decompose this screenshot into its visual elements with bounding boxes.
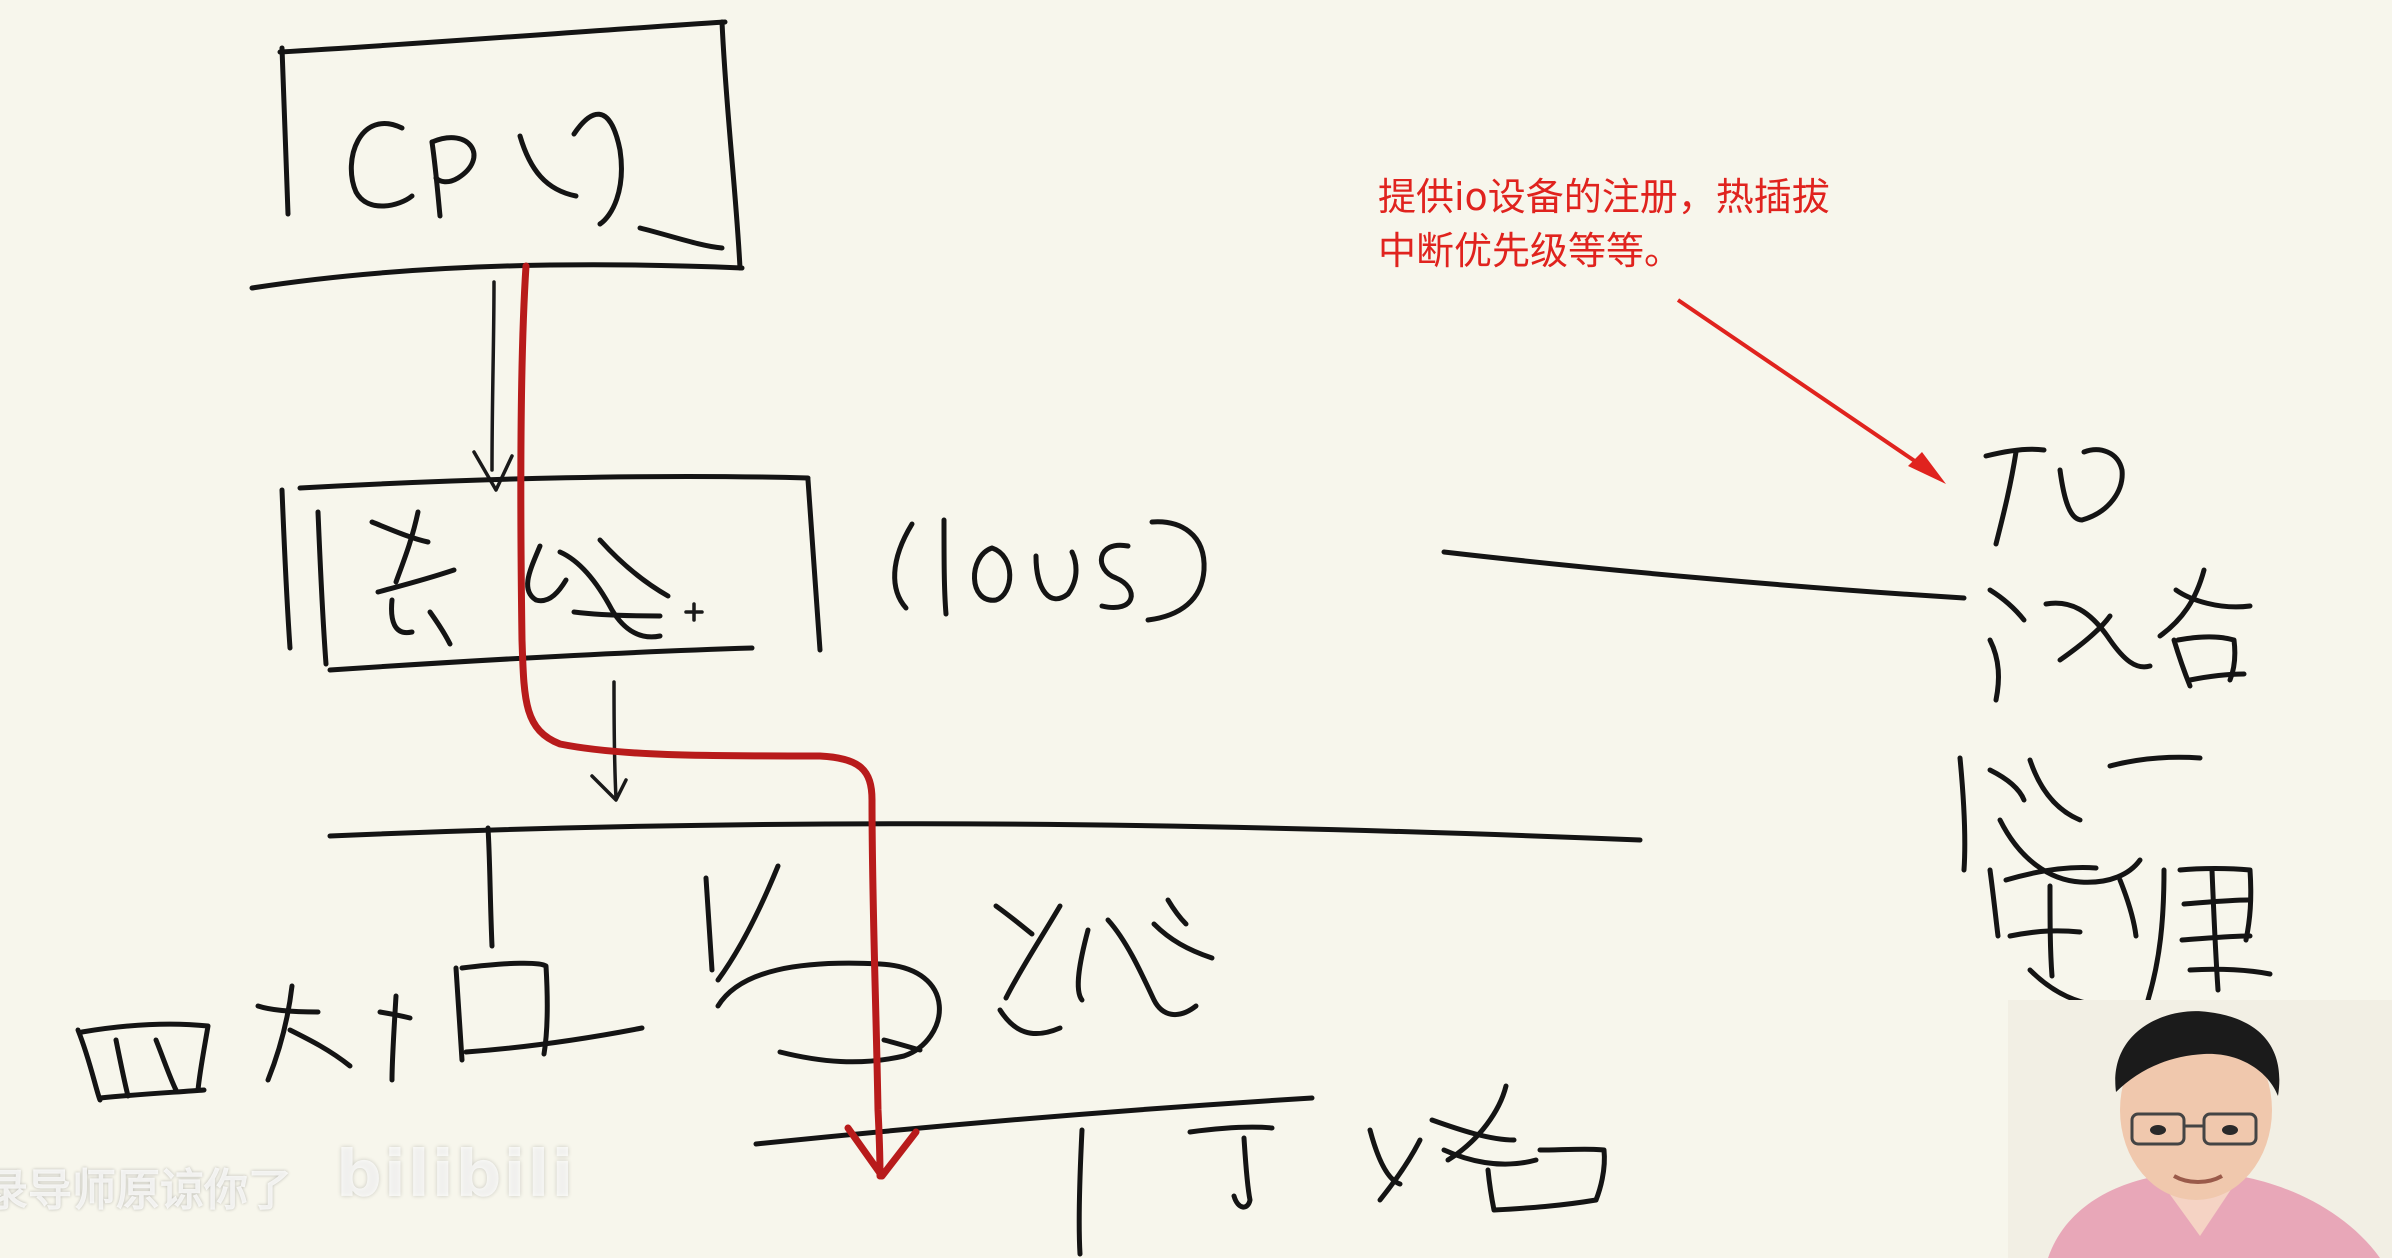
annotation-line-2: 中断优先级等等。 (1378, 229, 1683, 273)
data-flow-red-path (517, 262, 920, 1180)
annotation-arrow (1676, 298, 1946, 484)
io-device-unified-management-label (1957, 446, 2273, 1007)
io-device-line (753, 1083, 1607, 1257)
bilibili-watermark: bilibili (336, 1138, 576, 1212)
bus-english-label (892, 517, 1207, 623)
bus-label (369, 509, 671, 647)
annotation-note: 提供io设备的注册，热插拔 中断优先级等等。 (1378, 170, 1898, 278)
bus-to-device-line (1441, 549, 1967, 601)
cpu-to-bridge-arrow (472, 280, 514, 492)
cpu-label (348, 111, 624, 227)
bus-down-arrow (590, 680, 628, 802)
presenter-webcam (2008, 1000, 2392, 1258)
port-2 (703, 863, 942, 1065)
bus-box (279, 473, 823, 673)
danmaku-subtitle: 录导师原谅你了 (0, 1165, 292, 1216)
bus-cursor (684, 602, 704, 622)
ports-label (75, 825, 645, 1103)
cpu-box (249, 19, 745, 291)
presenter-avatar (2008, 1000, 2392, 1258)
annotation-line-1: 提供io设备的注册，热插拔 (1378, 175, 1830, 219)
main-bus-line (327, 821, 1643, 843)
port-bus-label (993, 897, 1215, 1037)
